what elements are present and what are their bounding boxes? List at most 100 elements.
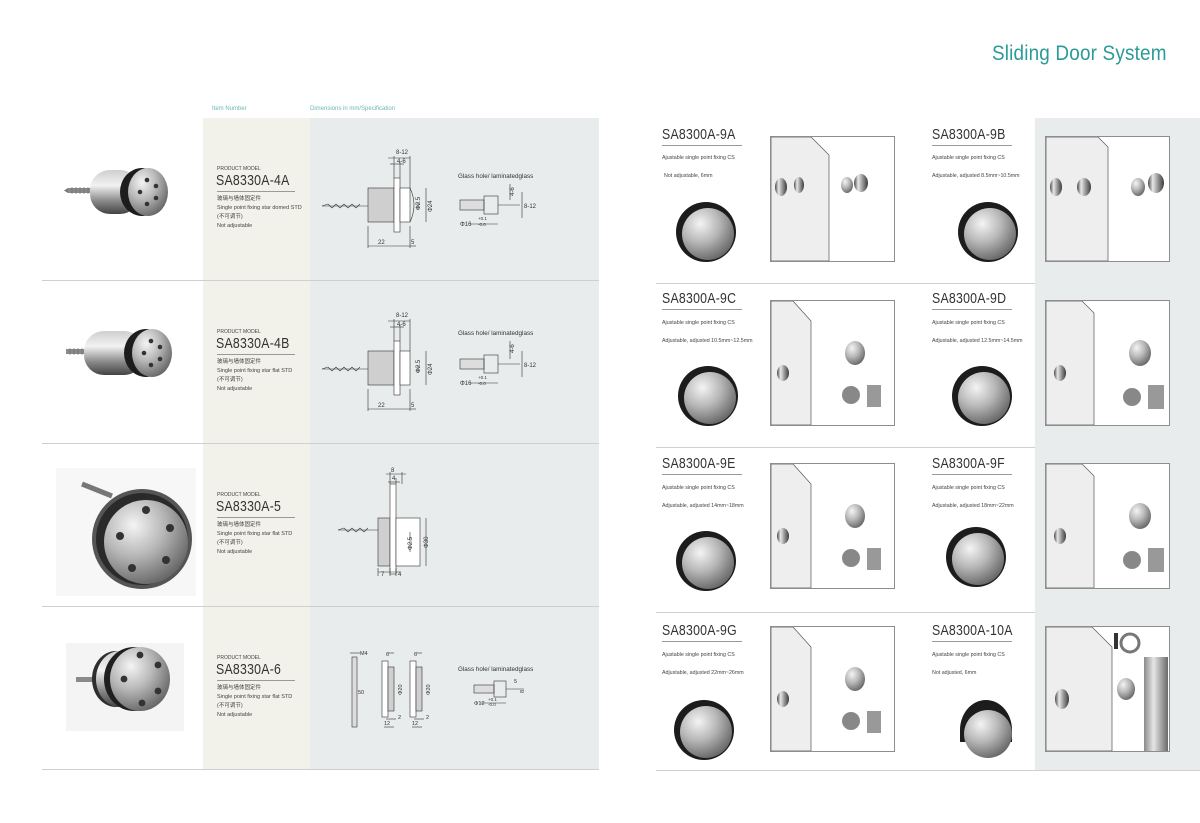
divider (932, 641, 1012, 642)
product-photo (42, 607, 203, 769)
description: Ajustable single point fixing CS (662, 652, 735, 658)
svg-text:4-6: 4-6 (510, 187, 516, 196)
adjustability: Not adjustable, 6mm (664, 173, 713, 179)
svg-text:Glass hole/ laminatedglass: Glass hole/ laminatedglass (458, 173, 533, 180)
product-photo (678, 366, 738, 426)
svg-text:5: 5 (411, 240, 415, 246)
product-photo (674, 700, 734, 760)
product-photo (676, 531, 736, 591)
svg-text:4-6: 4-6 (510, 344, 516, 353)
svg-text:Φ2.5: Φ2.5 (416, 359, 422, 373)
description: Single point fixing star domed STD (217, 205, 302, 211)
installation-diagram (1045, 136, 1170, 262)
installation-diagram (770, 626, 895, 752)
product-photo (42, 118, 203, 280)
svg-text:Φ2.5: Φ2.5 (416, 196, 422, 210)
svg-text:22: 22 (378, 403, 385, 409)
item-number-header: Item Number (212, 106, 247, 112)
product-photo (42, 281, 203, 443)
svg-text:Φ12: Φ12 (474, 701, 485, 707)
chinese-name: 玻璃与墙体固定件 (217, 359, 262, 365)
svg-text:+0.1: +0.1 (478, 216, 487, 221)
svg-text:Φ16: Φ16 (460, 222, 472, 228)
chinese-name: 玻璃与墙体固定件 (217, 522, 262, 528)
adjustability: Not adjustable (217, 712, 253, 718)
description: Ajustable single point fixing CS (932, 485, 1005, 491)
product-photo (676, 202, 736, 262)
svg-text:2: 2 (426, 715, 429, 721)
model-number: SA8300A-9B (932, 126, 1006, 143)
svg-text:Φ24: Φ24 (428, 200, 434, 212)
adjustability: Not adjustable (217, 386, 253, 392)
chinese-note: (不可调节) (217, 377, 243, 383)
divider (217, 680, 295, 681)
description: Single point fixing star flat STD (217, 368, 293, 374)
adjustability: Not adjustable (217, 549, 253, 555)
svg-text:M4: M4 (360, 651, 368, 657)
installation-diagram (1045, 626, 1170, 752)
product-model-label: PRODUCT MODEL (217, 655, 261, 661)
svg-text:-0.0: -0.0 (478, 222, 486, 227)
product-photo (952, 366, 1012, 426)
svg-text:+0.1: +0.1 (488, 697, 497, 702)
svg-text:+0.1: +0.1 (478, 375, 487, 380)
divider (932, 145, 1012, 146)
svg-text:8: 8 (391, 468, 395, 474)
adjustability: Adjustable, adjusted 18mm~22mm (932, 503, 1014, 509)
product-info: PRODUCT MODEL SA8330A-4A 玻璃与墙体固定件 Single… (203, 118, 310, 280)
description: Ajustable single point fixing CS (932, 155, 1005, 161)
svg-text:-0.0: -0.0 (488, 702, 496, 707)
product-photo (946, 527, 1006, 587)
model-number: SA8330A-5 (216, 498, 282, 515)
description: Single point fixing star flat STD (217, 694, 293, 700)
right-row-2: SA8300A-9C Ajustable single point fixing… (656, 282, 1200, 448)
description: Single point fixing star flat STD (217, 531, 293, 537)
model-number: SA8300A-9D (932, 290, 1007, 307)
svg-text:8-12: 8-12 (396, 150, 409, 156)
description: Ajustable single point fixing CS (662, 320, 735, 326)
svg-text:5: 5 (514, 679, 517, 685)
installation-diagram (1045, 463, 1170, 589)
installation-diagram (770, 136, 895, 262)
divider (217, 354, 295, 355)
svg-text:7: 7 (381, 572, 385, 578)
svg-text:2: 2 (398, 715, 401, 721)
model-number: SA8300A-9F (932, 455, 1005, 472)
adjustability: Not adjustable (217, 223, 253, 229)
product-photo (958, 202, 1018, 262)
product-photo (960, 700, 1012, 758)
svg-text:4: 4 (392, 476, 396, 482)
model-number: SA8300A-9C (662, 290, 737, 307)
chinese-note: (不可调节) (217, 703, 243, 709)
svg-text:5: 5 (411, 403, 415, 409)
right-row-1: SA8300A-9A Ajustable single point fixing… (656, 118, 1200, 284)
svg-text:4-6: 4-6 (397, 159, 406, 165)
svg-text:Glass hole/ laminatedglass: Glass hole/ laminatedglass (458, 330, 533, 337)
svg-text:Φ2.5: Φ2.5 (408, 536, 414, 550)
adjustability: Adjustable, adjusted 8.5mm~10.5mm (932, 173, 1020, 179)
svg-text:50: 50 (358, 690, 364, 696)
model-number: SA8330A-4B (216, 335, 290, 352)
model-number: SA8330A-6 (216, 661, 282, 678)
adjustability: Adjustable, adjusted 22mm~26mm (662, 670, 744, 676)
svg-text:8: 8 (520, 690, 526, 693)
svg-text:Φ16: Φ16 (460, 381, 472, 387)
svg-text:4: 4 (398, 572, 402, 578)
svg-text:Φ24: Φ24 (428, 363, 434, 375)
svg-text:8-12: 8-12 (396, 313, 409, 319)
adjustability: Adjustable, adjusted 14mm~18mm (662, 503, 744, 509)
installation-diagram (1045, 300, 1170, 426)
product-row-5: PRODUCT MODEL SA8330A-5 玻璃与墙体固定件 Single … (42, 444, 599, 607)
divider (662, 309, 742, 310)
svg-text:Φ20: Φ20 (398, 684, 404, 695)
divider (662, 641, 742, 642)
model-number: SA8300A-9G (662, 622, 737, 639)
svg-text:Φ30: Φ30 (424, 536, 430, 548)
installation-diagram (770, 300, 895, 426)
description: Ajustable single point fixing CS (662, 485, 735, 491)
divider (217, 191, 295, 192)
svg-text:-0.0: -0.0 (478, 381, 486, 386)
product-photo (42, 444, 203, 606)
svg-text:6: 6 (386, 652, 389, 658)
